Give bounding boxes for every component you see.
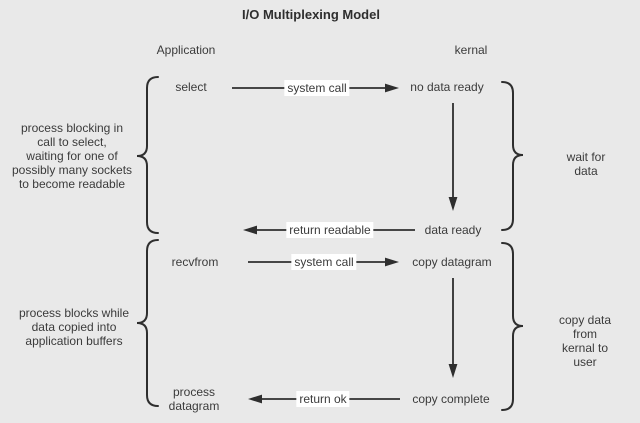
label-return-readable: return readable: [286, 222, 374, 238]
kernel-copy-arrowhead-phase2: [448, 364, 458, 378]
right-brace-phase1: [501, 81, 524, 231]
left-brace-phase1: [136, 76, 159, 234]
column-header-kernel: kernal: [454, 43, 488, 57]
return-arrowhead-phase2: [248, 394, 262, 404]
node-recvfrom: recvfrom: [171, 255, 219, 269]
syscall-arrowhead-phase2: [385, 257, 399, 267]
node-process-datagram: process datagram: [168, 385, 220, 413]
kernel-wait-arrowhead-phase1: [448, 197, 458, 211]
right-brace-phase2: [501, 242, 524, 411]
node-copy-complete: copy complete: [412, 392, 490, 406]
diagram-title: I/O Multiplexing Model: [242, 7, 380, 22]
node-copy-datagram: copy datagram: [412, 255, 492, 269]
node-no-data-ready: no data ready: [410, 80, 484, 94]
label-system-call-phase2: system call: [291, 254, 357, 270]
syscall-arrowhead-phase1: [385, 83, 399, 93]
note-process-blocking: process blocking in call to select, wait…: [11, 121, 133, 191]
return-arrowhead-phase1: [243, 225, 257, 235]
note-copy-data-kernel-to-user: copy data from kernal to user: [558, 313, 612, 369]
note-process-blocks-while-copy: process blocks while data copied into ap…: [18, 306, 130, 348]
node-select: select: [175, 80, 207, 94]
node-data-ready: data ready: [424, 223, 482, 237]
column-header-application: Application: [156, 43, 216, 57]
note-wait-for-data: wait for data: [566, 150, 606, 178]
left-brace-phase2: [136, 239, 159, 407]
label-system-call-phase1: system call: [284, 80, 350, 96]
label-return-ok: return ok: [296, 391, 350, 407]
